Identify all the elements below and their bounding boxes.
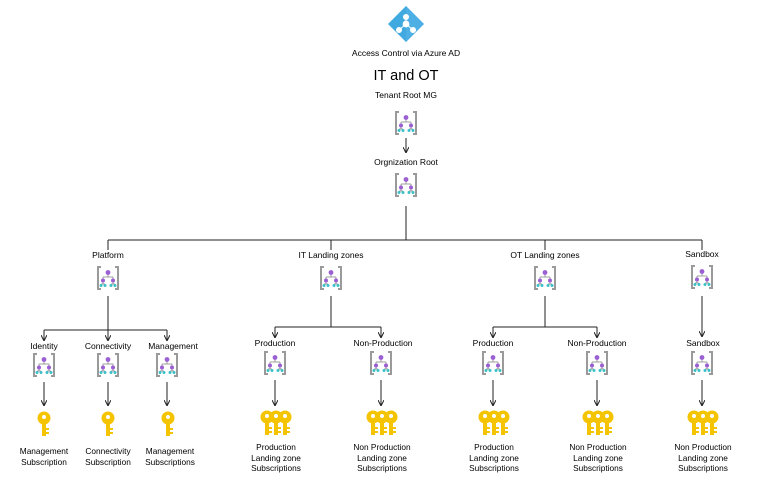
subscription-key-icon[interactable] [365, 410, 399, 443]
page-title: IT and OT [373, 68, 439, 84]
management-group-icon[interactable] [480, 350, 506, 376]
management-group-icon[interactable] [368, 350, 394, 376]
subscription-key-icon[interactable] [100, 411, 116, 442]
subscription-key-icon[interactable] [581, 410, 615, 443]
tenant-root-label: Tenant Root MG [375, 90, 437, 100]
identity-label: Identity [30, 341, 58, 351]
management-label: Management [148, 341, 198, 351]
management-group-icon[interactable] [393, 110, 419, 136]
subscription-key-icon[interactable] [36, 411, 52, 442]
it-landing-zones-label: IT Landing zones [298, 250, 364, 260]
subscription-key-icon[interactable] [259, 410, 293, 443]
ot-landing-zones-label: OT Landing zones [510, 250, 580, 260]
management-group-icon[interactable] [154, 352, 180, 378]
subscription-key-icon[interactable] [160, 411, 176, 442]
management-group-icon[interactable] [95, 352, 121, 378]
connectivity-label: Connectivity [84, 341, 132, 351]
management-group-icon[interactable] [689, 264, 715, 290]
it-non-production-label: Non-Production [353, 338, 413, 348]
subscription-key-icon[interactable] [477, 410, 511, 443]
sandbox-label: Sandbox [685, 249, 719, 259]
platform-label: Platform [92, 250, 124, 260]
azure-ad-icon [388, 6, 424, 42]
management-group-icon[interactable] [31, 352, 57, 378]
subscription-key-icon[interactable] [686, 410, 720, 443]
management-group-icon[interactable] [689, 350, 715, 376]
management-group-icon[interactable] [532, 265, 558, 291]
access-control-label: Access Control via Azure AD [351, 48, 461, 58]
sandbox-child-label: Sandbox [686, 338, 720, 348]
it-production-label: Production [254, 338, 296, 348]
management-group-icon[interactable] [95, 265, 121, 291]
ot-production-label: Production [472, 338, 514, 348]
management-group-icon[interactable] [318, 265, 344, 291]
management-group-icon[interactable] [262, 350, 288, 376]
ot-non-production-label: Non-Production [567, 338, 627, 348]
management-group-icon[interactable] [584, 350, 610, 376]
management-group-icon[interactable] [393, 172, 419, 198]
org-root-label: Orgnization Root [374, 157, 438, 167]
